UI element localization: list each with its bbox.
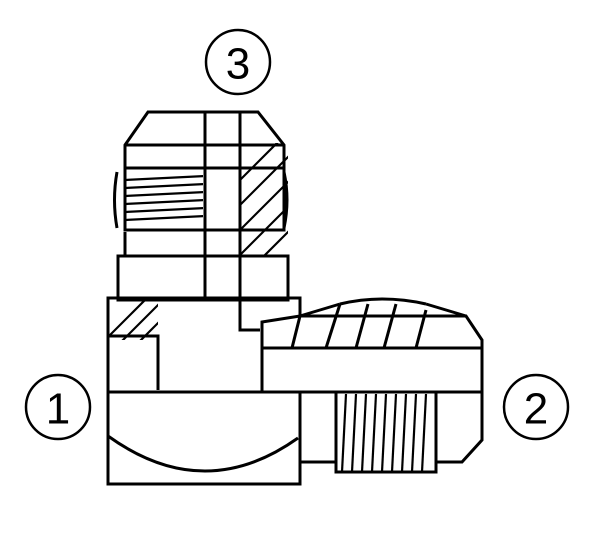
elbow-body <box>106 296 302 486</box>
vertical-section-hatch <box>240 143 288 255</box>
vertical-branch <box>113 110 290 332</box>
horizontal-thread <box>340 394 428 472</box>
vertical-thread <box>113 171 289 229</box>
callout-port-3: 3 <box>204 28 272 96</box>
body-section-hatch <box>108 300 158 340</box>
callout-label-1: 1 <box>46 385 70 434</box>
callout-label-2: 2 <box>524 385 548 434</box>
callout-label-3: 3 <box>226 40 250 89</box>
horizontal-branch <box>260 297 484 474</box>
callout-port-2: 2 <box>502 373 570 441</box>
callout-port-1: 1 <box>24 373 92 441</box>
